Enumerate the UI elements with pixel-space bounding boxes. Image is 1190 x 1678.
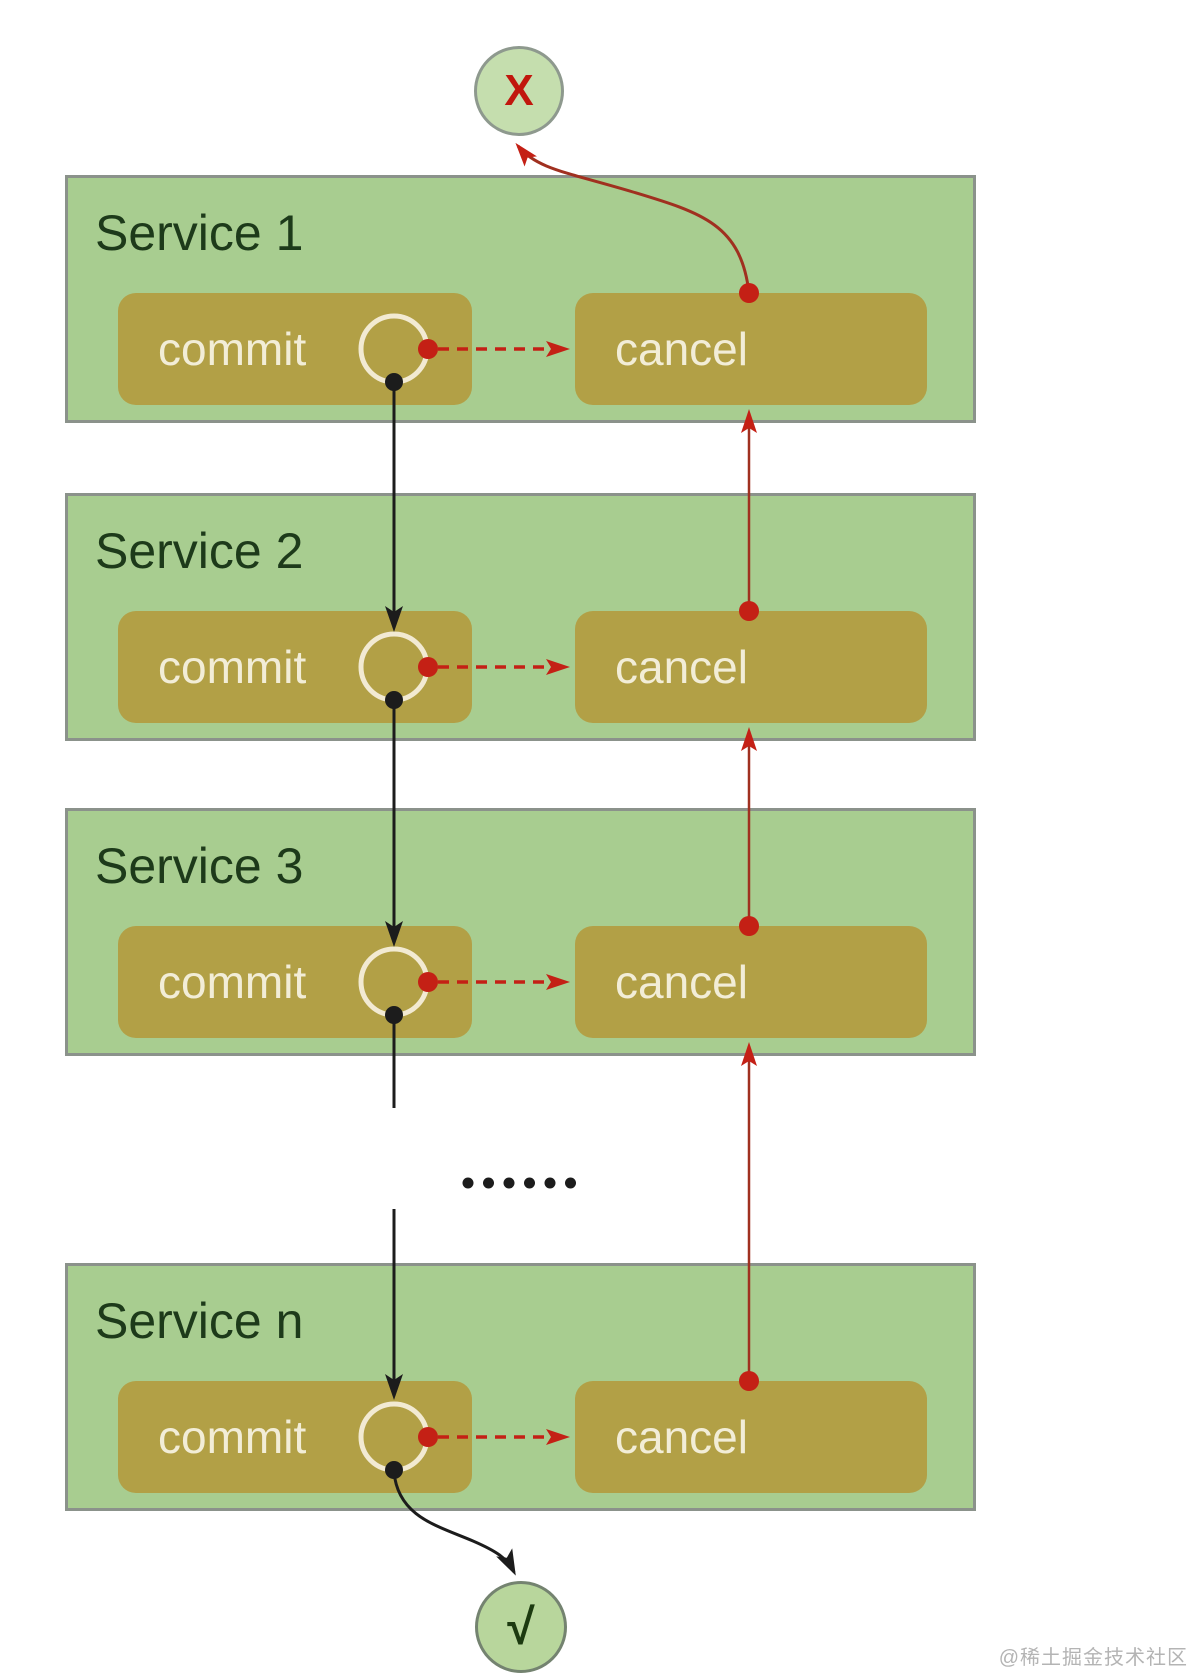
cancel-button-1[interactable]: cancel: [575, 293, 927, 405]
commit-button-1[interactable]: commit: [118, 293, 472, 405]
abort-node-label: X: [504, 66, 534, 115]
service-title-1: Service 1: [95, 205, 304, 261]
commit-button-n[interactable]: commit: [118, 1381, 472, 1493]
commit-button-2[interactable]: commit: [118, 611, 472, 723]
cancel-button-n[interactable]: cancel: [575, 1381, 927, 1493]
watermark: @稀土掘金技术社区: [998, 1647, 1188, 1669]
service-title-n: Service n: [95, 1293, 304, 1349]
service-box-1: Service 1 commit cancel: [65, 175, 976, 423]
cancel-button-2[interactable]: cancel: [575, 611, 927, 723]
service-box-n: Service n commit cancel: [65, 1263, 976, 1511]
abort-node: X: [474, 46, 564, 136]
service-title-3: Service 3: [95, 838, 304, 894]
cancel-button-3[interactable]: cancel: [575, 926, 927, 1038]
service-box-2: Service 2 commit cancel: [65, 493, 976, 741]
service-box-3: Service 3 commit cancel: [65, 808, 976, 1056]
success-node-label: √: [507, 1599, 535, 1655]
service-title-2: Service 2: [95, 523, 304, 579]
commit-button-3[interactable]: commit: [118, 926, 472, 1038]
ellipsis-dots: [462, 1177, 576, 1189]
success-node: √: [475, 1581, 567, 1673]
